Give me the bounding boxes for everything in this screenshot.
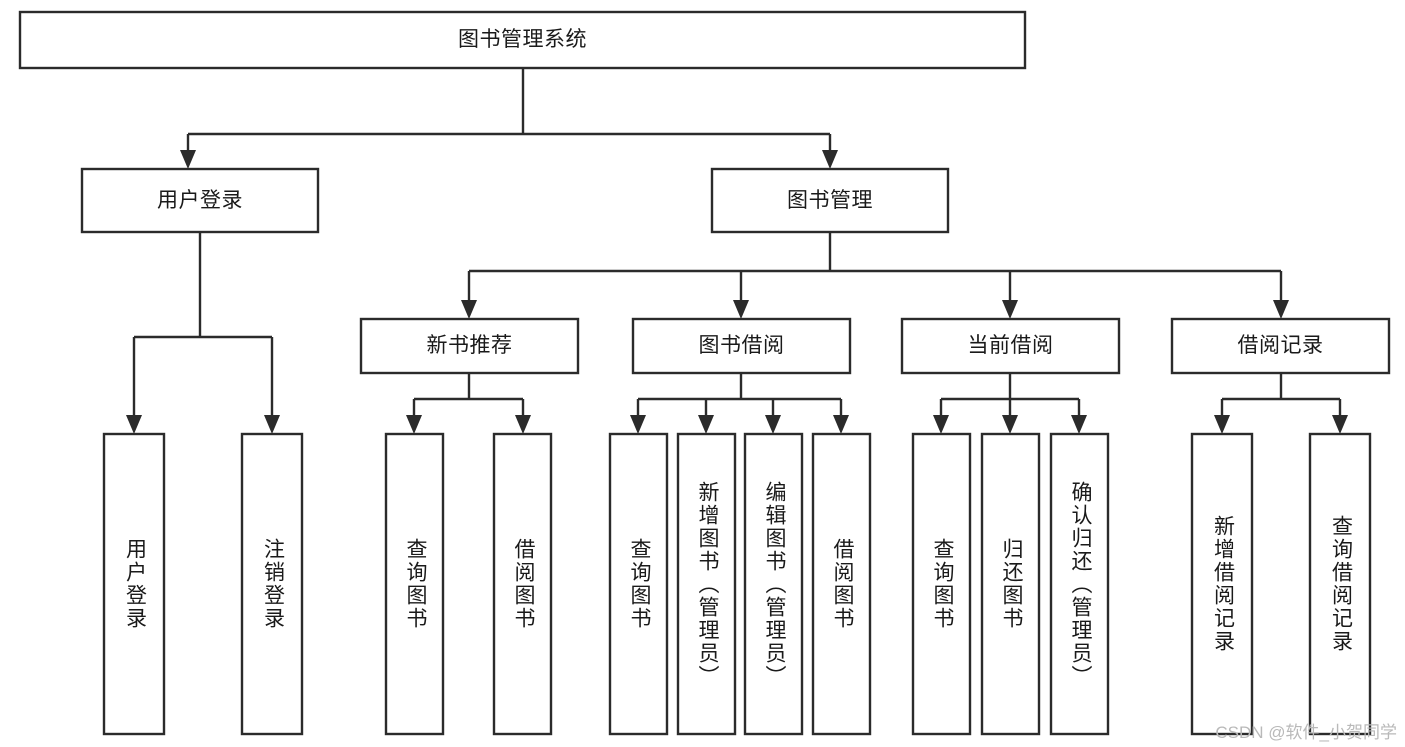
node-box-book-manage[interactable]	[710, 167, 950, 234]
arrow-head-leaf-logout	[264, 415, 280, 434]
arrow-head-leaf-query-book-3	[933, 415, 949, 434]
node-box-new-book-recommend[interactable]	[359, 317, 580, 375]
connector-currentborrow-to-leaves	[933, 373, 1087, 434]
arrow-head-leaf-query-record	[1332, 415, 1348, 434]
node-box-leaf-user-login[interactable]	[102, 432, 166, 736]
arrow-head-leaf-borrow-book-1	[515, 415, 531, 434]
arrow-head-borrow-record	[1273, 300, 1289, 319]
node-box-leaf-return-book[interactable]	[980, 432, 1041, 736]
node-box-root[interactable]	[18, 10, 1027, 70]
node-box-borrow-record[interactable]	[1170, 317, 1391, 375]
node-box-leaf-logout[interactable]	[240, 432, 304, 736]
connector-newbook-to-leaves	[406, 373, 531, 434]
node-box-leaf-confirm-return[interactable]	[1049, 432, 1110, 736]
arrow-head-new-book-recommend	[461, 300, 477, 319]
node-box-leaf-borrow-book-1[interactable]	[492, 432, 553, 736]
arrow-head-user-login	[180, 150, 196, 169]
node-box-user-login[interactable]	[80, 167, 320, 234]
node-box-current-borrow[interactable]	[900, 317, 1121, 375]
node-box-leaf-query-book-3[interactable]	[911, 432, 972, 736]
arrow-head-leaf-confirm-return	[1071, 415, 1087, 434]
node-box-leaf-borrow-book-2[interactable]	[811, 432, 872, 736]
arrow-head-leaf-add-record	[1214, 415, 1230, 434]
arrow-head-leaf-return-book	[1002, 415, 1018, 434]
connector-root-to-level2	[180, 68, 838, 169]
node-box-leaf-query-record[interactable]	[1308, 432, 1372, 736]
node-box-book-borrow[interactable]	[631, 317, 852, 375]
arrow-head-leaf-query-book-1	[406, 415, 422, 434]
connector-userlogin-to-leaves	[126, 232, 280, 434]
arrow-head-leaf-user-login	[126, 415, 142, 434]
arrow-head-current-borrow	[1002, 300, 1018, 319]
arrow-head-book-manage	[822, 150, 838, 169]
connector-borrowrecord-to-leaves	[1214, 373, 1348, 434]
node-box-leaf-add-book[interactable]	[676, 432, 737, 736]
watermark-text: CSDN @软件_小贺同学	[1215, 723, 1397, 742]
arrow-head-leaf-add-book	[698, 415, 714, 434]
connector-bookmanage-to-level3	[461, 232, 1289, 319]
node-box-leaf-add-record[interactable]	[1190, 432, 1254, 736]
node-box-leaf-query-book-2[interactable]	[608, 432, 669, 736]
arrow-head-leaf-edit-book	[765, 415, 781, 434]
arrow-head-leaf-query-book-2	[630, 415, 646, 434]
arrow-head-book-borrow	[733, 300, 749, 319]
arrow-head-leaf-borrow-book-2	[833, 415, 849, 434]
node-box-leaf-edit-book[interactable]	[743, 432, 804, 736]
connector-bookborrow-to-leaves	[630, 373, 849, 434]
node-box-leaf-query-book-1[interactable]	[384, 432, 445, 736]
